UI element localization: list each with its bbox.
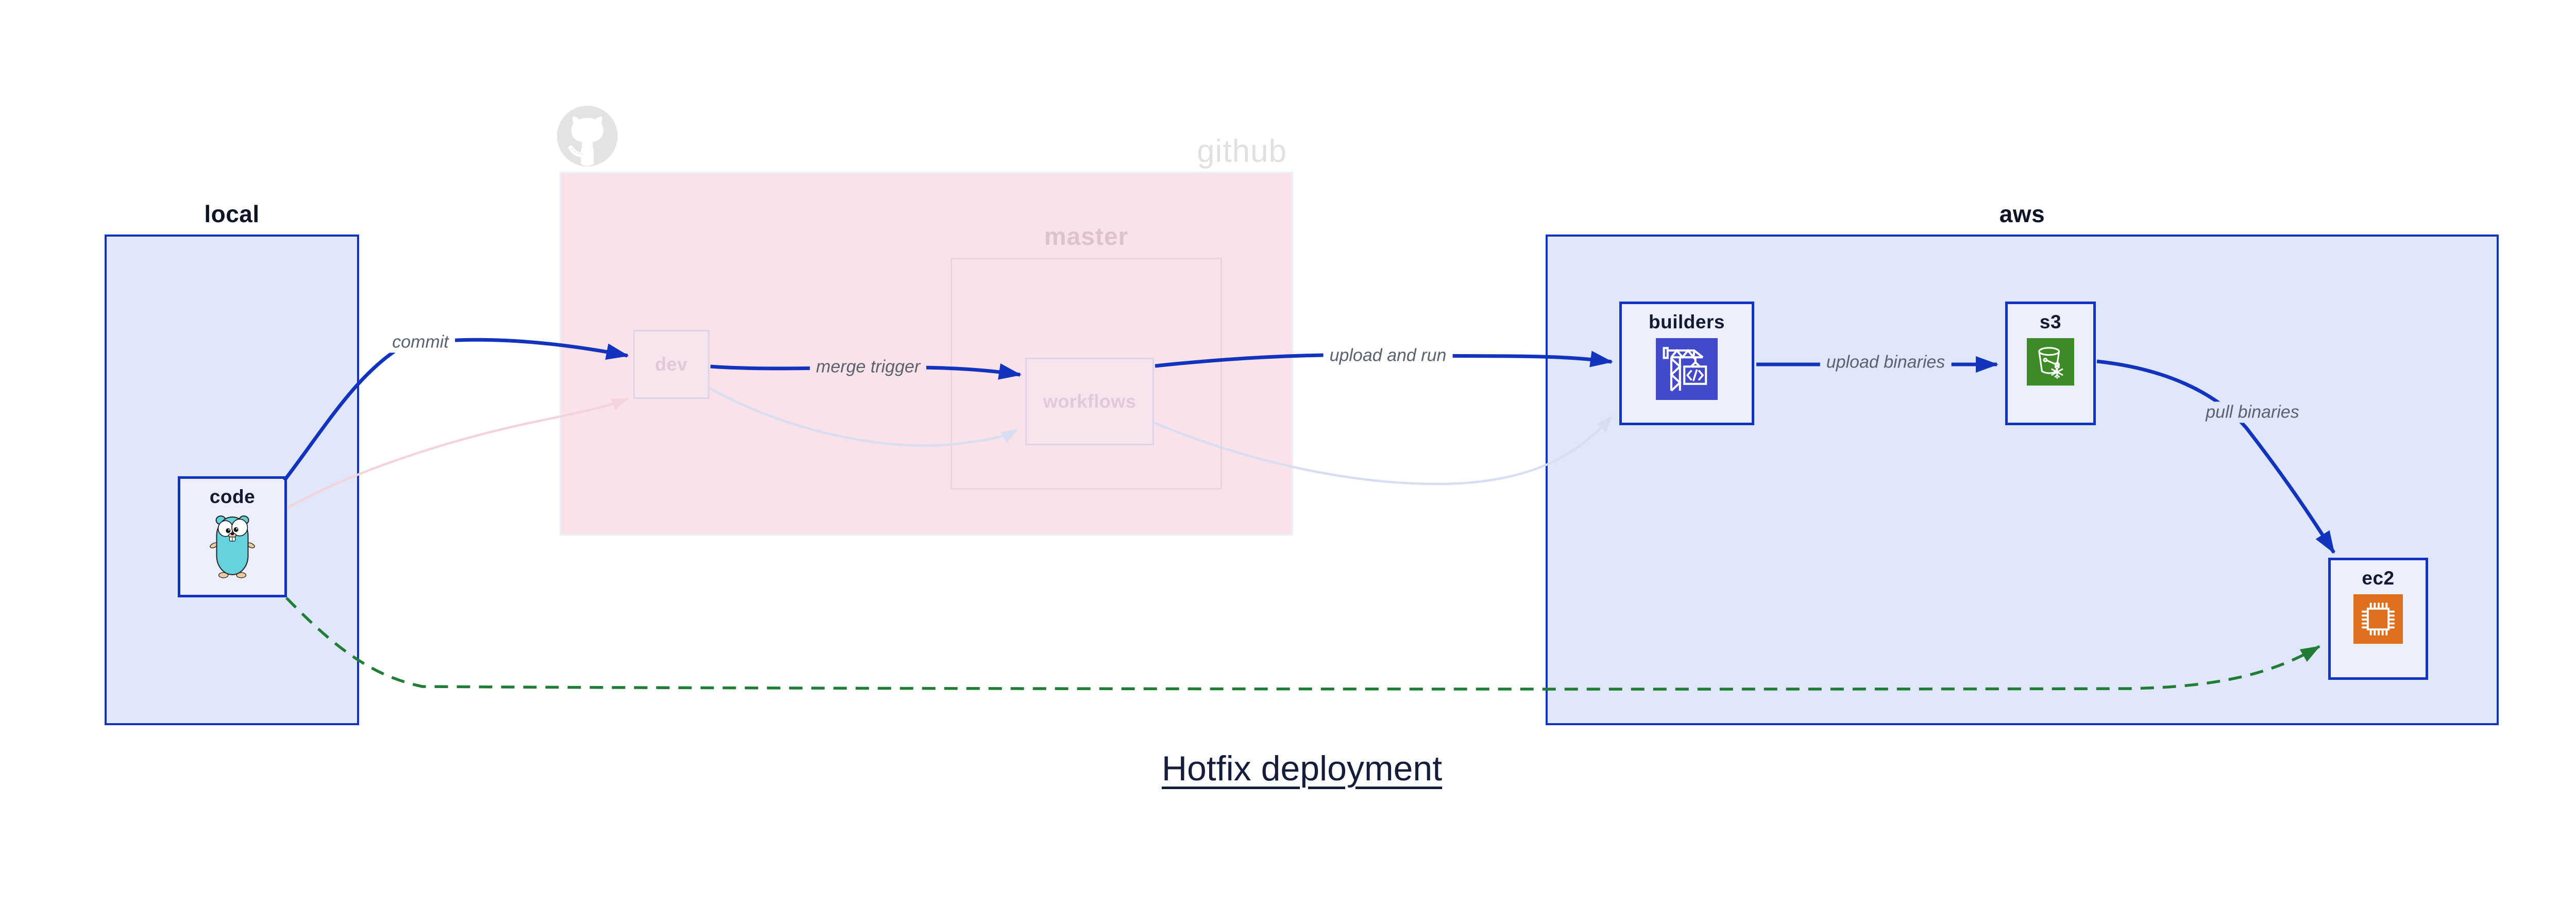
edge-label-upload-binaries: upload binaries	[1820, 352, 1952, 373]
aws-ec2-icon	[2353, 594, 2403, 644]
node-builders-label: builders	[1649, 311, 1725, 332]
node-code-label: code	[209, 486, 256, 507]
edge-label-commit: commit	[386, 331, 455, 353]
node-builders: builders	[1619, 302, 1754, 425]
node-ec2-label: ec2	[2362, 567, 2395, 589]
github-octocat-icon	[557, 106, 618, 166]
github-watermark-label: github	[1197, 133, 1287, 169]
aws-codebuild-icon	[1656, 338, 1718, 400]
node-workflows-label: workflows	[1043, 391, 1137, 412]
edge-label-merge-trigger: merge trigger	[809, 356, 927, 378]
aws-s3-glacier-icon	[2027, 338, 2074, 386]
node-dev-label: dev	[655, 354, 688, 375]
diagram-title: Hotfix deployment	[1161, 749, 1443, 788]
edge-label-pull-binaries: pull binaries	[2199, 402, 2306, 423]
cluster-aws-title: aws	[1999, 201, 2045, 227]
cluster-local-title: local	[204, 201, 260, 227]
node-ec2: ec2	[2328, 558, 2428, 680]
node-workflows: workflows	[1025, 358, 1154, 445]
node-code: code	[178, 476, 287, 597]
node-s3-label: s3	[2039, 311, 2062, 332]
node-s3: s3	[2005, 302, 2096, 425]
edge-label-upload-and-run: upload and run	[1323, 345, 1453, 366]
node-dev: dev	[633, 330, 709, 399]
branch-master-title: master	[1044, 223, 1129, 250]
go-gopher-icon	[210, 515, 255, 578]
